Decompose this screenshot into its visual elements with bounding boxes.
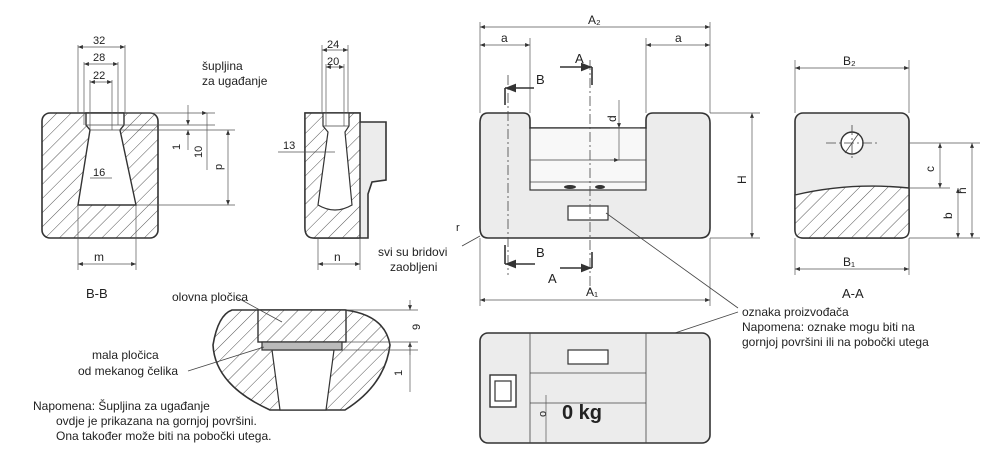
bottom-note-2: ovdje je prikazana na gornjoj površini. (56, 414, 257, 428)
dim-H: H (735, 175, 749, 184)
dim-a-left: a (501, 31, 508, 45)
top-view: o 0 kg (479, 332, 711, 444)
section-aa-label: A-A (842, 286, 864, 301)
lead-plate (257, 309, 347, 343)
dim-p: p (213, 164, 225, 170)
dim-A2: A₂ (588, 13, 601, 27)
section-a-top: A (575, 51, 584, 66)
section-aa-hatch (794, 185, 910, 239)
bottom-note-1: Napomena: Šupljina za ugađanje (33, 398, 210, 413)
detail-cavity (271, 349, 335, 411)
dim-13: 13 (283, 140, 295, 152)
section-bb-view: 32 28 22 1 10 p 16 m šupljina za ugađanj… (41, 35, 268, 301)
dim-n: n (334, 250, 341, 264)
dim-d: d (605, 115, 619, 122)
dim-10: 10 (193, 146, 205, 158)
steel-plate (261, 341, 343, 351)
cavity-label-1: šupljina (202, 59, 243, 73)
dim-16: 16 (93, 167, 105, 179)
lead-plate-label: olovna pločica (172, 290, 248, 304)
edges-note-1: svi su bridovi (378, 245, 447, 259)
dim-c: c (923, 166, 937, 172)
manufacturer-mark-label: oznaka proizvođača (742, 305, 849, 319)
front-view: A₂ a a A B d H B A A₁ r svi su brido (378, 13, 760, 306)
dim-32: 32 (93, 35, 105, 47)
side-view-cavity (317, 112, 353, 211)
dim-9: 9 (411, 324, 423, 330)
dim-28: 28 (93, 52, 105, 64)
dim-B2: B₂ (843, 54, 856, 68)
dim-22: 22 (93, 70, 105, 82)
dim-1: 1 (171, 144, 183, 150)
dim-b: b (941, 212, 955, 219)
adjustment-cavity-top (489, 374, 517, 408)
bottom-note-3: Ona također može biti na pobočki utega. (56, 429, 271, 443)
steel-plate-label-1: mala pločica (92, 348, 159, 362)
side-view: 24 20 13 n (278, 39, 387, 270)
section-b-top: B (536, 72, 545, 87)
cavity-label-2: za ugađanje (202, 74, 268, 88)
dim-o: o (537, 411, 549, 417)
dim-24: 24 (327, 39, 339, 51)
front-view-handle-slot (529, 127, 647, 191)
mass-label: 0 kg (562, 402, 602, 424)
section-bb-label: B-B (86, 286, 108, 301)
dim-B1: B₁ (843, 255, 855, 269)
section-b-bottom: B (536, 245, 545, 260)
dim-20: 20 (327, 56, 339, 68)
top-view-body (479, 332, 711, 444)
edges-note-2: zaobljeni (390, 260, 437, 274)
manufacturer-note-1: Napomena: oznake mogu biti na (742, 320, 915, 334)
dim-h: h (955, 187, 969, 194)
manufacturer-note-2: gornjoj površini ili na pobočki utega (742, 335, 929, 349)
dim-A1: A₁ (586, 285, 598, 299)
section-aa-view: B₂ B₁ c b h A-A (794, 54, 980, 301)
steel-plate-label-2: od mekanog čelika (78, 364, 178, 378)
detail-view: 9 1 olovna pločica mala pločica od mekan… (78, 290, 423, 411)
section-a-bottom: A (548, 271, 557, 286)
manufacturer-mark-top (567, 349, 609, 365)
manufacturer-mark-front (567, 205, 609, 221)
dim-m: m (94, 250, 104, 264)
dim-r: r (456, 222, 460, 234)
dim-1-detail: 1 (393, 370, 405, 376)
dim-a-right: a (675, 31, 682, 45)
